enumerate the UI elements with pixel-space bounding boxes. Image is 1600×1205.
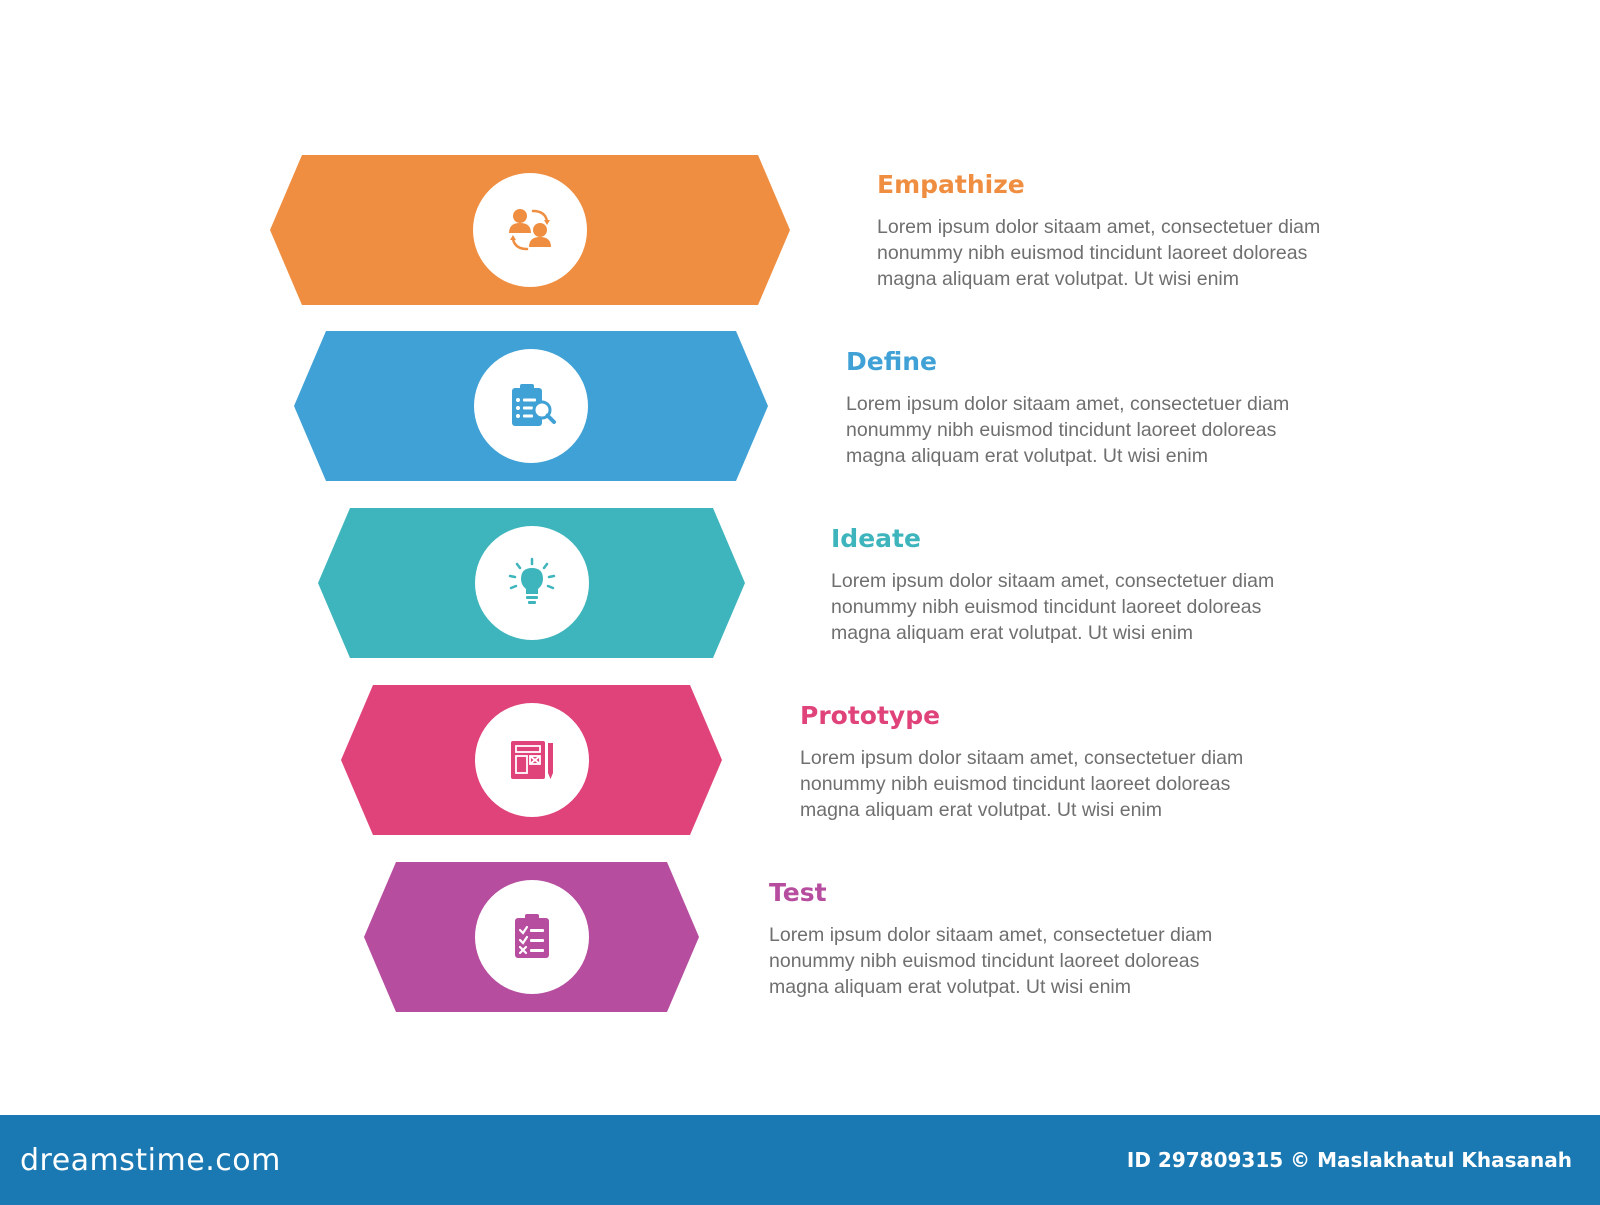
step-text-empathize: Empathize Lorem ipsum dolor sitaam amet,… — [877, 170, 1377, 292]
icon-circle — [474, 703, 589, 817]
step-shape-define — [294, 331, 768, 481]
step-text-prototype: Prototype Lorem ipsum dolor sitaam amet,… — [800, 701, 1300, 823]
step-text-test: Test Lorem ipsum dolor sitaam amet, cons… — [769, 878, 1269, 1000]
blueprint-icon — [510, 741, 553, 779]
clipboard-search-icon — [512, 384, 556, 426]
step-description: Lorem ipsum dolor sitaam amet, consectet… — [877, 216, 1321, 290]
footer-credit: ID 297809315 © Maslakhatul Khasanah — [1126, 1148, 1572, 1172]
lightbulb-icon — [508, 557, 555, 604]
step-shape-prototype — [341, 685, 722, 835]
checklist-icon — [514, 914, 549, 958]
step-description: Lorem ipsum dolor sitaam amet, consectet… — [769, 924, 1213, 998]
step-description: Lorem ipsum dolor sitaam amet, consectet… — [846, 393, 1290, 467]
step-shape-empathize — [270, 155, 790, 305]
step-title: Prototype — [800, 701, 941, 730]
footer-logo: dreamstime.com — [20, 1142, 281, 1178]
step-title: Empathize — [877, 170, 1025, 199]
step-title: Test — [769, 878, 827, 907]
step-shape-test — [364, 862, 699, 1012]
step-text-define: Define Lorem ipsum dolor sitaam amet, co… — [846, 347, 1346, 469]
step-description: Lorem ipsum dolor sitaam amet, consectet… — [800, 747, 1244, 821]
step-text-ideate: Ideate Lorem ipsum dolor sitaam amet, co… — [831, 524, 1331, 646]
footer-bar: dreamstime.com ID 297809315 © Maslakhatu… — [0, 1115, 1600, 1205]
icon-circle — [474, 880, 589, 994]
step-title: Ideate — [831, 524, 921, 553]
icon-circle — [474, 349, 588, 463]
users-exchange-icon — [509, 209, 551, 251]
step-description: Lorem ipsum dolor sitaam amet, consectet… — [831, 570, 1275, 644]
icon-circle — [474, 526, 589, 640]
step-shape-ideate — [318, 508, 745, 658]
step-title: Define — [846, 347, 937, 376]
icon-circle — [473, 173, 587, 287]
